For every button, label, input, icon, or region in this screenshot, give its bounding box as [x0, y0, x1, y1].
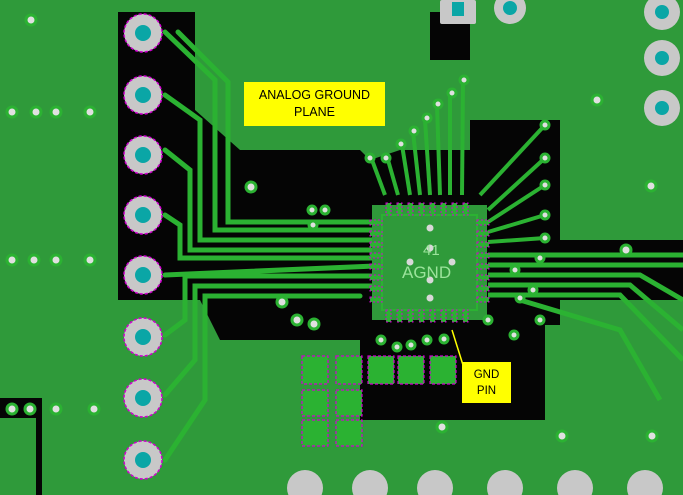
- trace-bundle-left: [162, 29, 378, 463]
- trace-bundle-top: [370, 79, 547, 244]
- pad-number-label: 41: [423, 242, 440, 259]
- analog-ground-plane-callout: ANALOG GROUND PLANE: [244, 82, 385, 126]
- gnd-pin-callout: GND PIN: [462, 362, 511, 403]
- passive-footprints: [301, 355, 457, 447]
- trace-bundle-right: [488, 252, 683, 402]
- qfn-footprint: [369, 202, 490, 323]
- callout-line-1: ANALOG GROUND: [258, 88, 371, 102]
- header-pads-left: [123, 13, 163, 480]
- header-pads-right: [287, 0, 680, 495]
- gnd-pin-leader: [451, 329, 464, 366]
- callout-line-1: GND: [473, 368, 500, 381]
- vias: [5, 13, 659, 443]
- callout-line-2: PLANE: [294, 105, 335, 119]
- callout-line-2: PIN: [476, 384, 497, 397]
- agnd-label: AGND: [402, 263, 452, 282]
